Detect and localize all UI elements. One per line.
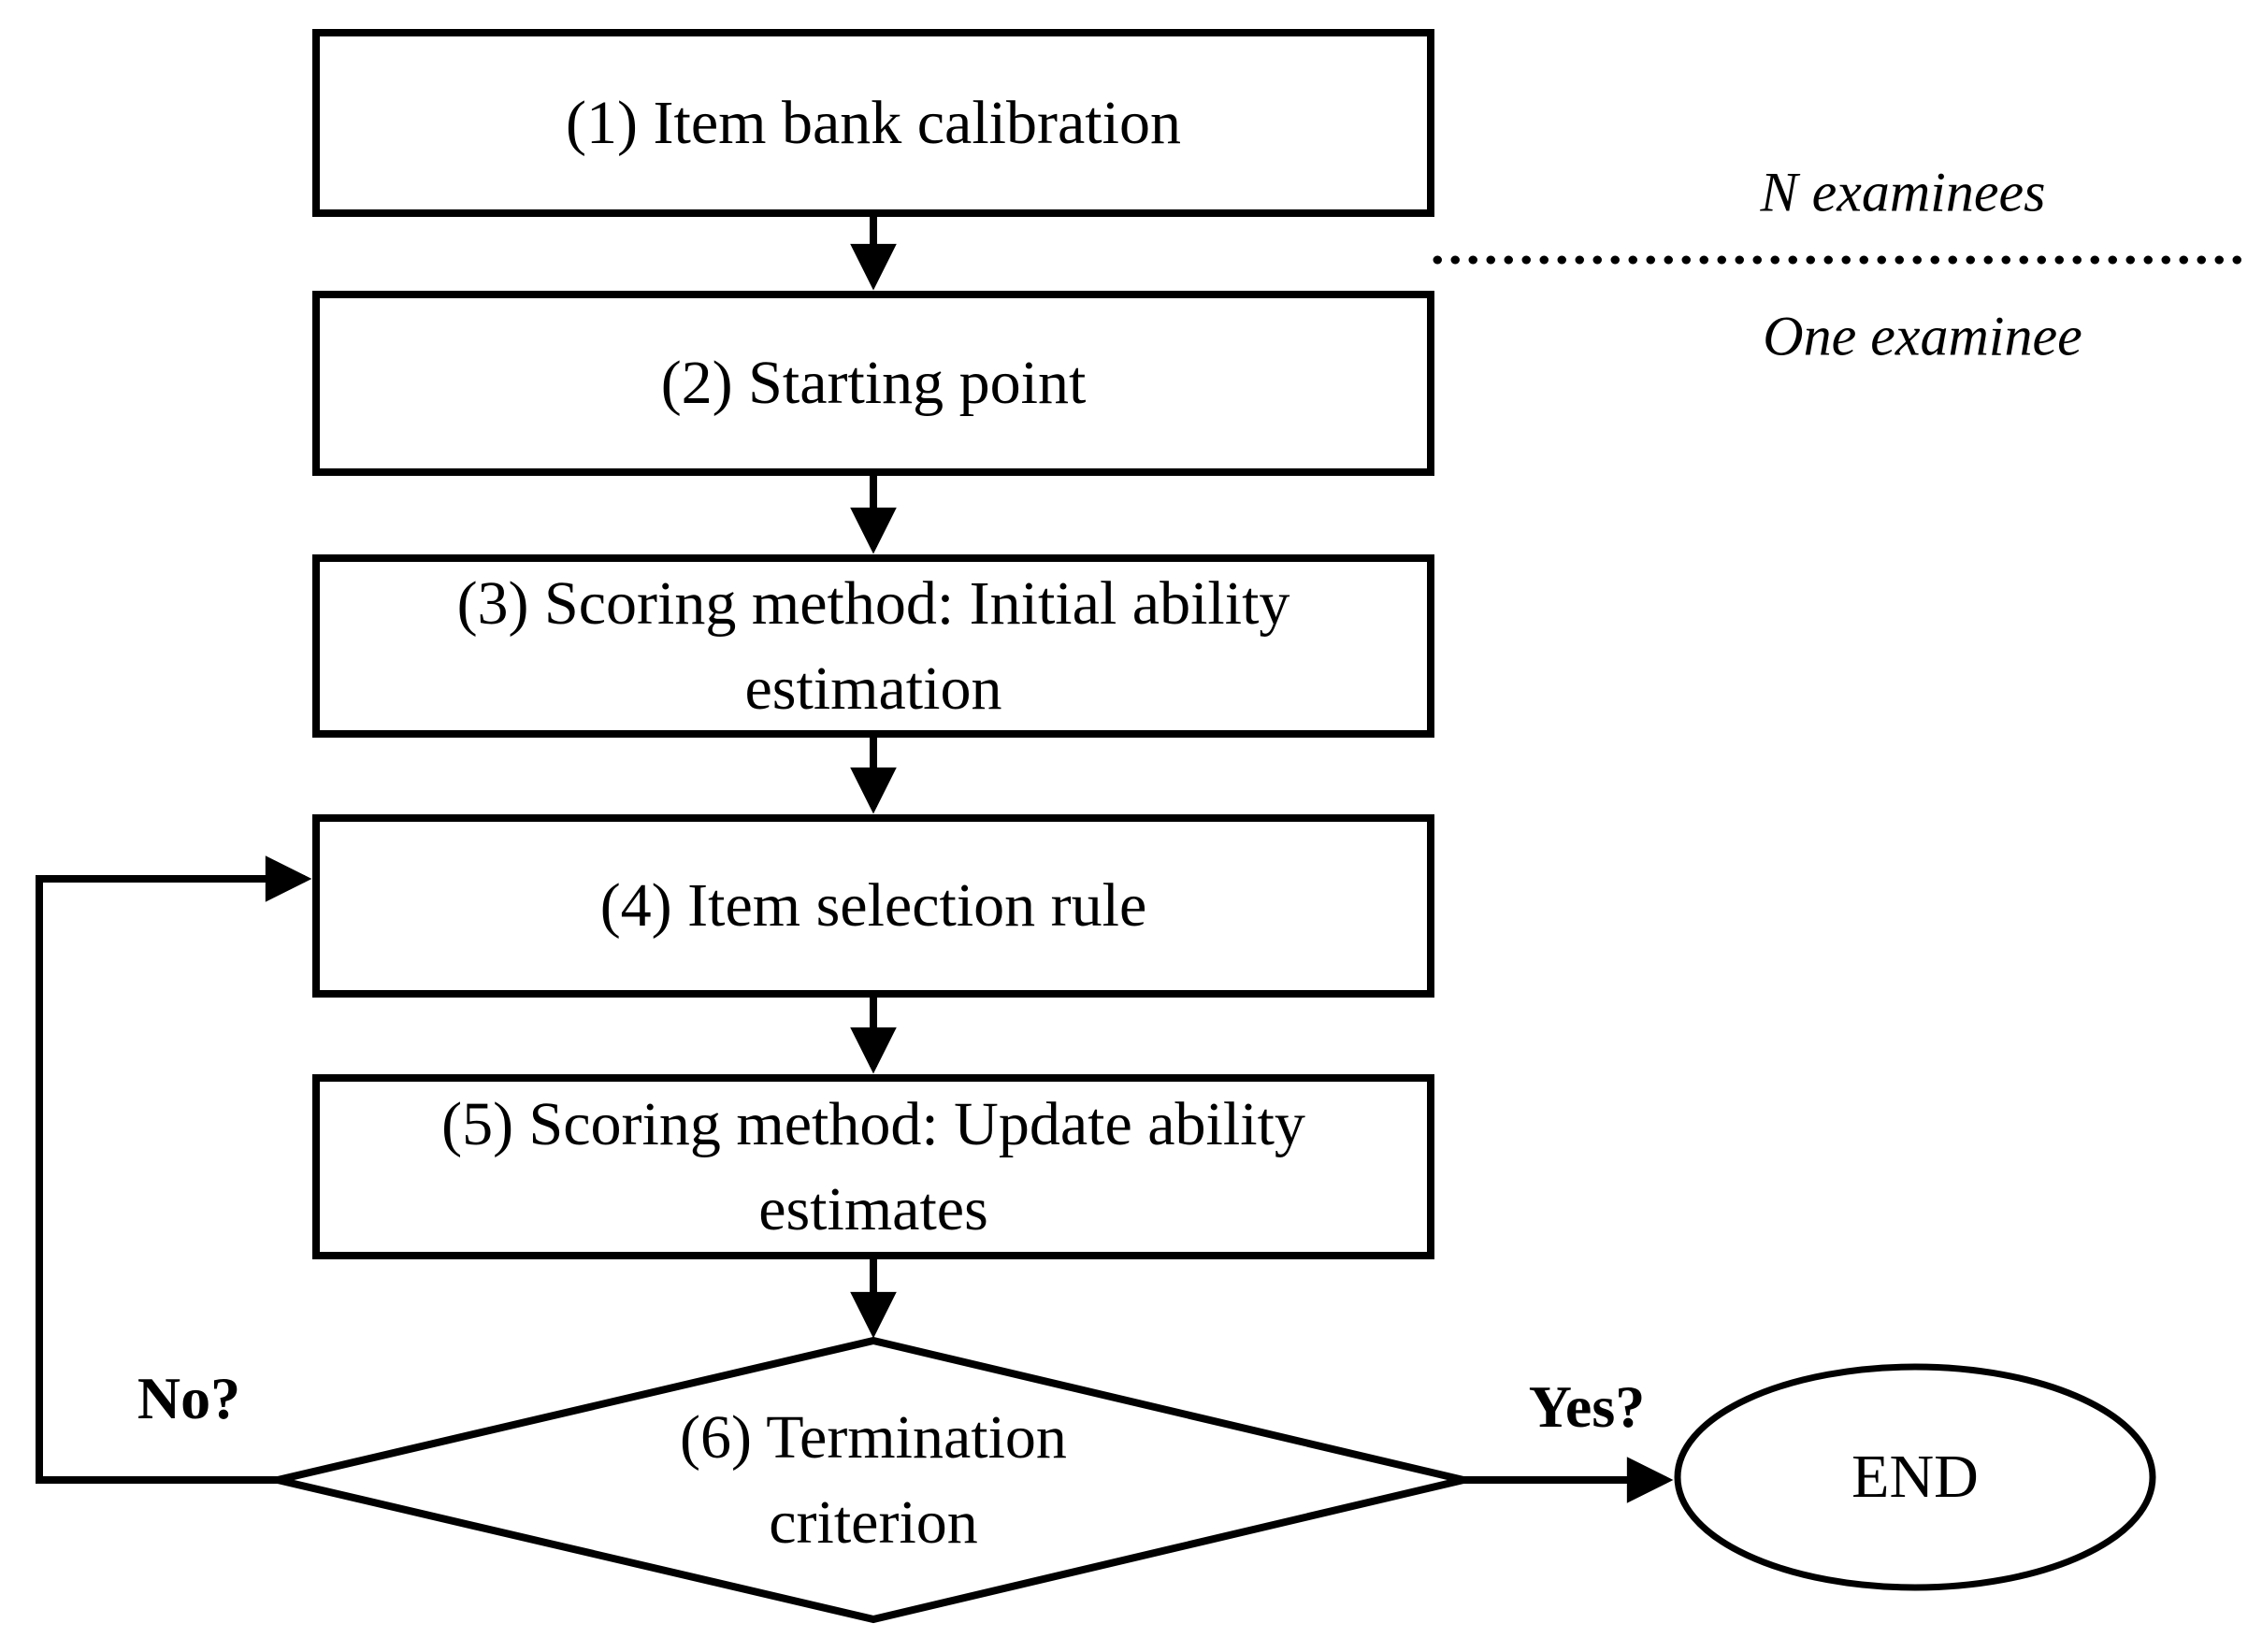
end-terminal-text: END (1851, 1443, 1979, 1512)
process-box-4-label: (4) Item selection rule (316, 818, 1431, 994)
process-box-1-shape (312, 29, 1434, 217)
decision-diamond-text: (6) Termination criterion (680, 1402, 1067, 1557)
process-box-4-shape (312, 814, 1434, 998)
end-terminal-label: END (1677, 1367, 2154, 1587)
end-terminal-shape (1674, 1363, 2156, 1591)
process-box-1-text: (1) Item bank calibration (566, 88, 1181, 157)
process-box-3-text: (3) Scoring method: Initial ability esti… (456, 568, 1290, 723)
annotation-n-examinees: N examinees (1760, 161, 2046, 223)
no-edge-label: No? (137, 1365, 241, 1431)
process-box-2-shape (312, 291, 1434, 476)
decision-diamond-shape (277, 1336, 1464, 1624)
process-box-4-text: (4) Item selection rule (599, 871, 1147, 941)
yes-edge-label: Yes? (1528, 1373, 1646, 1440)
flow-arrow-no-loop-to-4 (36, 855, 312, 1484)
process-box-5-text: (5) Scoring method: Update ability estim… (441, 1089, 1305, 1243)
process-box-2-label: (2) Starting point (316, 294, 1431, 472)
process-box-3-label: (3) Scoring method: Initial ability esti… (316, 558, 1431, 734)
process-box-3-shape (312, 554, 1434, 738)
process-box-1-label: (1) Item bank calibration (316, 33, 1431, 213)
process-box-5-label: (5) Scoring method: Update ability estim… (316, 1078, 1431, 1256)
annotation-one-examinee: One examinee (1763, 305, 2082, 367)
process-box-2-text: (2) Starting point (660, 349, 1087, 418)
process-box-5-shape (312, 1074, 1434, 1259)
decision-diamond-label: (6) Termination criterion (593, 1365, 1154, 1595)
